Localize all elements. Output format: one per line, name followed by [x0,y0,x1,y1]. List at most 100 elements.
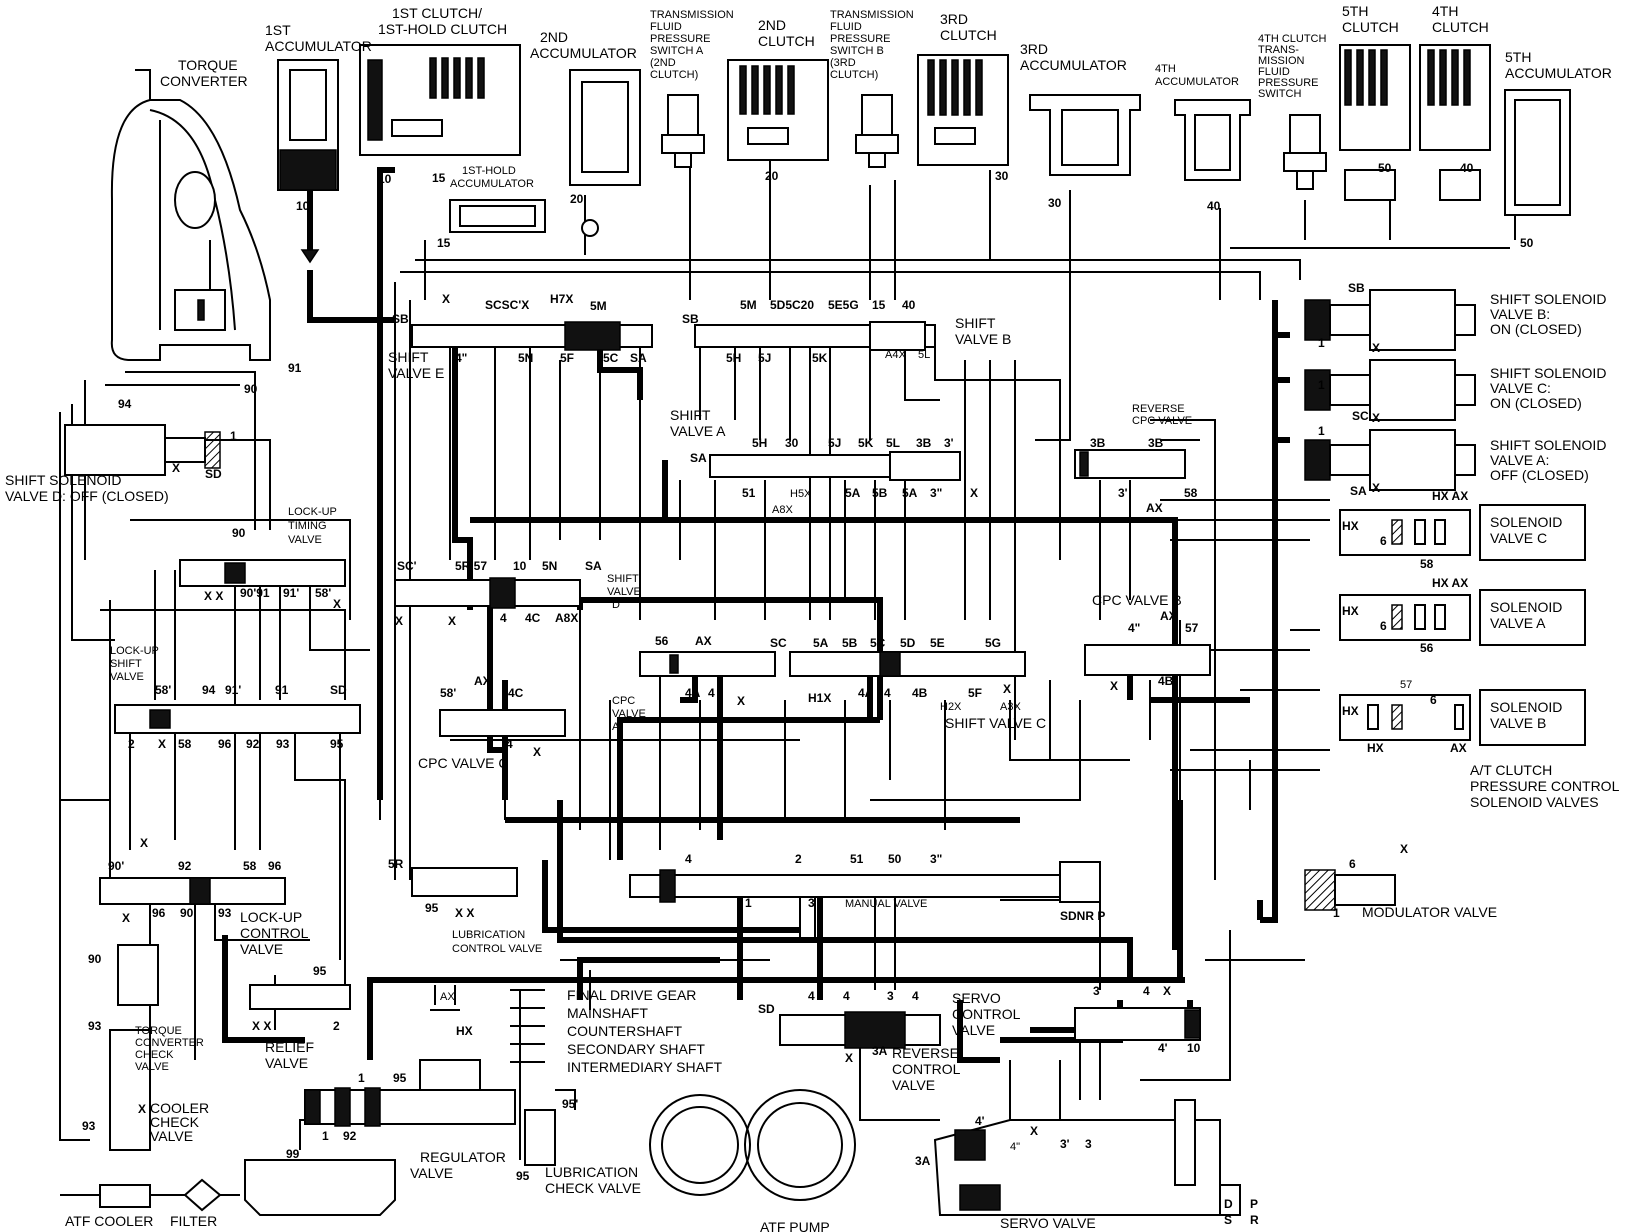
port-label: 58 [1420,557,1434,571]
port-label: X [138,1102,146,1116]
port-label: 3' [944,436,954,450]
port-label: 93 [276,737,290,751]
port-label: 93 [88,1019,102,1033]
port-label: X [395,614,403,628]
port-label: 92 [343,1129,357,1143]
port-label: SC [770,636,787,650]
lube-final-drive-gear: FINAL DRIVE GEAR [567,987,696,1003]
port-label: X [172,461,180,475]
port-label: 15 [432,171,446,185]
port-label: 10 [296,199,310,213]
port-label: 3" [930,852,942,866]
port-label: 3B [916,436,932,450]
label-filter: FILTER [170,1213,217,1229]
port-label: 15 [872,298,886,312]
port-label: 5H [726,351,741,365]
port-label: 3B [1148,436,1164,450]
lube-countershaft: COUNTERSHAFT [567,1023,683,1039]
port-label: 5F [560,351,574,365]
port-label: SC [1352,409,1369,423]
port-label: 56 [655,634,669,648]
port-label: 4' [975,1114,985,1128]
port-label: 90 [232,526,246,540]
port-label: 4A [685,686,701,700]
port-label: X [845,1051,853,1065]
port-label: X X [252,1019,271,1033]
port-label: 95 [393,1071,407,1085]
clutch-2-plates [739,65,795,115]
port-label: 4A [858,686,874,700]
port-label: 4 [808,989,815,1003]
port-label: 5N [518,351,533,365]
port-label: 5A [902,486,918,500]
port-label: 4 [884,686,891,700]
port-label: 5C [870,636,886,650]
port-label: 5K [858,436,874,450]
port-label: 5F [968,686,982,700]
port-label: 3 [808,896,815,910]
port-label: 1 [1318,424,1325,438]
port-label: 5K [812,351,828,365]
port-label: SD [205,467,222,481]
port-label: 57 [1185,621,1199,635]
port-label: HX [1342,704,1359,718]
port-label: 1 [322,1129,329,1143]
port-label: 95 [516,1169,530,1183]
label-atf-cooler: ATF COOLER [65,1213,153,1229]
label-cpc-valve-c: CPC VALVE C [418,755,509,771]
port-label: X [1400,842,1408,856]
port-label: X [1372,411,1380,425]
port-label: SA [690,451,707,465]
port-label: 90' [108,859,124,873]
port-label: 5L [918,349,930,361]
port-label: HX [1367,741,1384,755]
clutch-3-plates [927,59,983,116]
port-label: 5L [886,436,900,450]
port-label: X [1003,682,1011,696]
port-label: 90 [88,952,102,966]
port-label: 5B [842,636,858,650]
port-label: 10 [513,559,527,573]
port-label: 5B [872,486,888,500]
port-label: 1 [745,896,752,910]
clutch-4-plates [1427,49,1471,106]
port-label: HX AX [1432,489,1468,503]
port-label: AX [1160,609,1177,623]
label-shift-valve-c: SHIFT VALVE C [945,715,1046,731]
port-label: 30 [785,436,799,450]
port-label: 3A [915,1154,931,1168]
port-label: X [158,737,166,751]
port-label: X [737,694,745,708]
port-label: 3 [1093,984,1100,998]
port-label: H1X [808,691,831,705]
port-label: 50 [1520,236,1534,250]
label-servo-valve: SERVO VALVE [1000,1215,1096,1231]
port-label: X [970,486,978,500]
port-label: 3B [1090,436,1106,450]
port-label: X [533,745,541,759]
servo-pos-s: S [1224,1213,1232,1227]
port-label: 96 [218,737,232,751]
port-label: X [442,292,450,306]
port-label: 5R [388,857,404,871]
port-label: X [1110,679,1118,693]
port-label: X X [455,906,474,920]
port-label: 5D5C20 [770,298,814,312]
port-label: 4 [1143,984,1150,998]
port-label: HX AX [1432,576,1468,590]
port-label: 90 [244,382,258,396]
thick-passages [222,167,1290,1063]
port-label: 96 [268,859,282,873]
